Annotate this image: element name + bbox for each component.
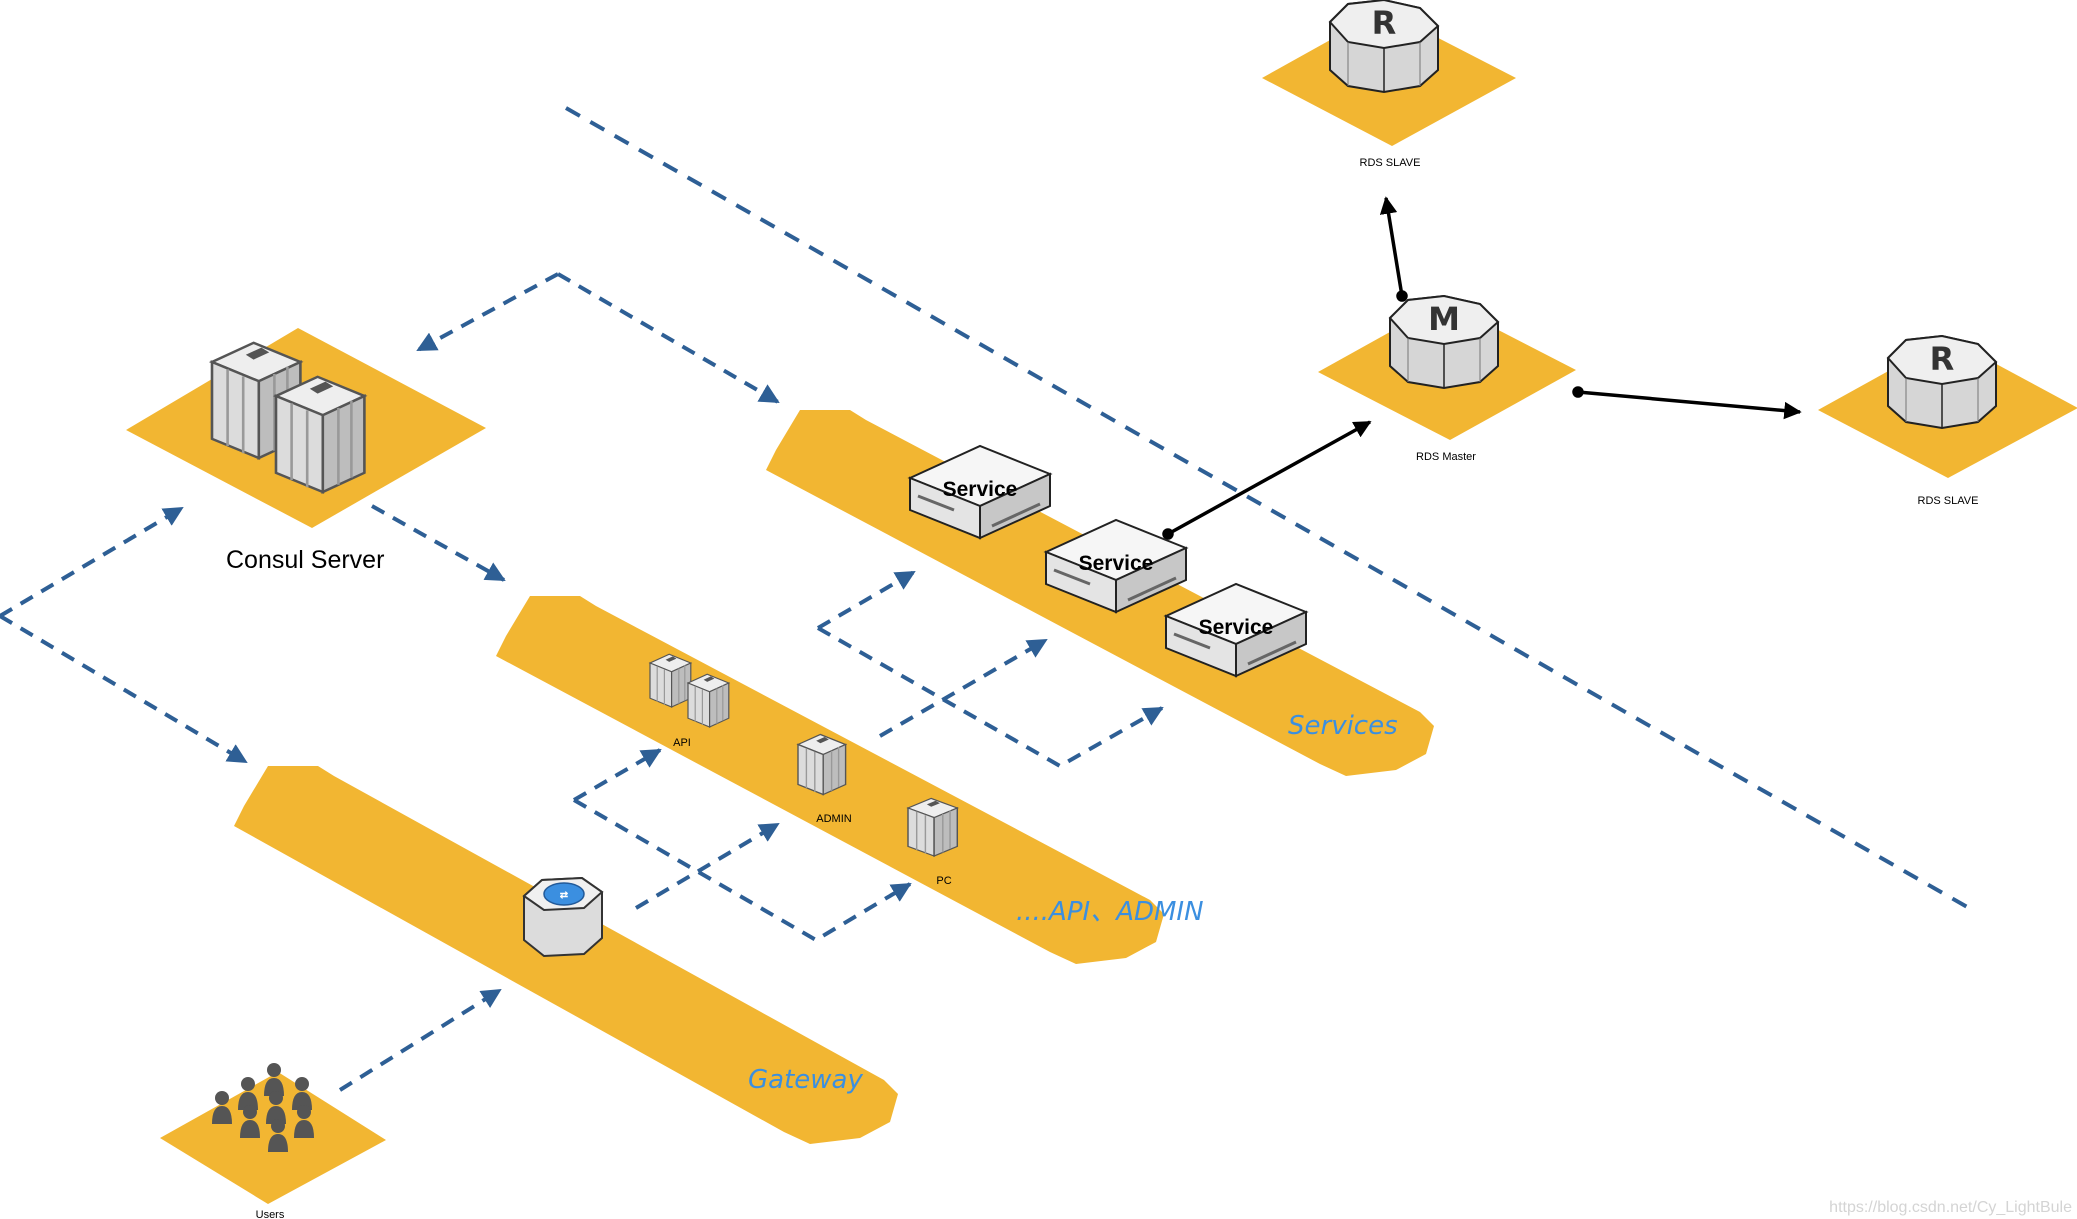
- watermark: https://blog.csdn.net/Cy_LightBule: [1829, 1199, 2072, 1216]
- pc-server-icon: [907, 797, 959, 857]
- arrow-consul-api: [371, 504, 506, 582]
- rds-slave-right-label: RDS SLAVE: [1918, 495, 1979, 507]
- rds-master-icon: M: [1389, 295, 1499, 389]
- arrow-api-service: [878, 638, 1048, 738]
- pc-label: PC: [936, 875, 951, 887]
- services-band-label: Services: [1288, 711, 1398, 741]
- users-icon: [212, 1063, 314, 1152]
- service-label-2: Service: [1079, 552, 1154, 575]
- rds-master-label: RDS Master: [1416, 451, 1476, 463]
- rds-slave-right-icon: R: [1887, 335, 1997, 429]
- divider-line-upper: [565, 106, 1977, 914]
- arrow-consul-services-b: [556, 272, 780, 404]
- gateway-node-icon: ⇄: [522, 876, 604, 958]
- arrow-admin-service: [816, 570, 916, 630]
- link-master-slave-right: [1577, 390, 1802, 420]
- flow-arrows: [0, 272, 1164, 1092]
- arrow-consul-gateway: [0, 506, 184, 618]
- arrow-left-gateway: [0, 614, 248, 764]
- api-admin-band-label: ....API、ADMIN: [1016, 897, 1204, 927]
- rds-slave-top-label: RDS SLAVE: [1360, 157, 1421, 169]
- admin-label: ADMIN: [816, 813, 852, 825]
- arrow-gateway-api: [572, 748, 662, 802]
- svg-text:R: R: [1930, 340, 1955, 378]
- gateway-band-label: Gateway: [748, 1065, 863, 1095]
- svg-text:M: M: [1428, 300, 1460, 338]
- users-label: Users: [256, 1209, 285, 1219]
- arrow-users-gateway: [338, 988, 502, 1092]
- link-master-slave-top: [1379, 196, 1404, 297]
- service-label-1: Service: [943, 478, 1018, 501]
- svg-text:R: R: [1372, 4, 1397, 42]
- consul-server-label: Consul Server: [226, 546, 384, 574]
- rds-slave-top-icon: R: [1329, 0, 1439, 93]
- db-links: [1162, 196, 1802, 540]
- arrow-consul-services-a: [416, 272, 559, 352]
- link-service-master: [1167, 420, 1372, 536]
- service-label-3: Service: [1199, 616, 1274, 639]
- admin-server-icon: [797, 733, 847, 796]
- api-label: API: [673, 737, 691, 749]
- arrow-gateway-admin: [634, 822, 780, 910]
- svg-text:⇄: ⇄: [560, 890, 569, 901]
